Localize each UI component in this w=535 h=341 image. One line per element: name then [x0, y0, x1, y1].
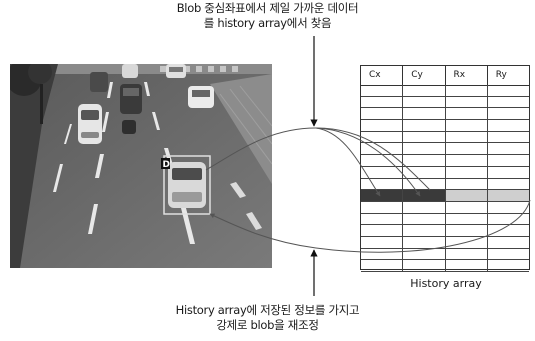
search-curve-to-row — [315, 127, 421, 197]
table-cell — [446, 155, 488, 166]
road-traffic-photo: D — [10, 64, 272, 268]
table-cell — [403, 85, 446, 96]
car — [78, 104, 102, 144]
table-row — [361, 131, 529, 144]
table-cell — [403, 108, 446, 120]
table-cell — [446, 143, 488, 155]
table-cell — [446, 213, 488, 225]
table-cell — [403, 143, 446, 155]
table-row — [361, 201, 529, 214]
tracked-car — [168, 162, 206, 208]
table-cell — [403, 96, 446, 108]
table-row — [361, 96, 529, 109]
column-header-rx: Rx — [446, 66, 488, 85]
car — [122, 120, 136, 134]
table-cell — [361, 190, 404, 201]
tree — [28, 64, 52, 84]
table-cell — [446, 201, 488, 213]
table-cell — [361, 178, 404, 190]
table-cell — [403, 166, 446, 178]
readjust-curve — [209, 199, 531, 253]
table-cell — [361, 213, 404, 225]
column-header-ry: Ry — [495, 70, 507, 80]
table-cell — [361, 155, 404, 166]
bottom-caption-line2: 강제로 blob을 재조정 — [216, 318, 319, 332]
table-cell — [403, 131, 446, 143]
table-cell — [446, 96, 488, 108]
table-row — [361, 120, 529, 132]
tracked-label: D — [163, 160, 170, 170]
table-cell — [446, 108, 488, 120]
table-cell — [403, 155, 446, 166]
table-cell — [446, 225, 488, 236]
table-row — [361, 166, 529, 179]
table-cell — [487, 190, 529, 201]
table-rows — [361, 85, 529, 272]
table-cell — [361, 201, 404, 213]
column-header-cy: Cy — [403, 66, 446, 85]
top-caption-line1: Blob 중심좌표에서 제일 가까운 데이터 — [176, 1, 359, 15]
table-row — [361, 85, 529, 97]
table-row — [361, 178, 529, 191]
table-cell — [403, 178, 446, 190]
table-cell — [403, 225, 446, 236]
table-cell — [446, 236, 488, 248]
tracked-label-bg — [161, 158, 170, 169]
table-cell — [403, 260, 446, 271]
car — [120, 84, 142, 114]
search-curve — [205, 127, 431, 191]
search-curve-to-row — [315, 127, 381, 197]
table-cell — [403, 201, 446, 213]
car — [90, 72, 108, 92]
table-cell — [361, 166, 404, 178]
car — [122, 64, 138, 78]
table-cell — [446, 166, 488, 178]
bottom-caption-line1: History array에 저장된 정보를 가지고 — [175, 303, 360, 317]
table-cell — [446, 178, 488, 190]
table-row — [361, 108, 529, 121]
table-cell — [403, 236, 446, 248]
history-array-table: Cx Cy Rx Ry — [360, 65, 530, 272]
table-cell — [361, 236, 404, 248]
road-scene: D — [10, 64, 272, 268]
table-row — [361, 143, 529, 156]
table-row — [361, 260, 529, 272]
table-row — [361, 225, 529, 237]
top-caption-line2: 를 history array에서 찾음 — [203, 16, 332, 30]
table-cell — [361, 108, 404, 120]
table-cell — [361, 260, 404, 271]
table-cell — [361, 120, 404, 131]
bottom-caption: History array에 저장된 정보를 가지고 강제로 blob을 재조정 — [0, 303, 535, 333]
table-cell — [361, 96, 404, 108]
column-header-cx: Cx — [361, 66, 404, 85]
table-row — [361, 248, 529, 261]
table-cell — [403, 248, 446, 260]
table-cell — [403, 120, 446, 131]
car — [166, 64, 186, 78]
table-cell — [361, 225, 404, 236]
table-row — [361, 155, 529, 167]
table-cell — [446, 248, 488, 260]
table-cell — [446, 85, 488, 96]
table-cell — [403, 190, 446, 201]
crosswalk — [30, 64, 272, 74]
table-cell — [403, 213, 446, 225]
left-sidewalk — [10, 64, 58, 268]
top-caption: Blob 중심좌표에서 제일 가까운 데이터 를 history array에서… — [0, 1, 535, 31]
highlighted-row — [361, 190, 529, 202]
table-caption: History array — [410, 277, 482, 290]
table-row — [361, 236, 529, 249]
table-row — [361, 213, 529, 226]
table-cell — [361, 85, 404, 96]
table-cell — [361, 131, 404, 143]
table-cell — [361, 143, 404, 155]
table-cell — [446, 131, 488, 143]
table-cell — [446, 260, 488, 271]
table-cell — [361, 248, 404, 260]
car — [188, 86, 214, 108]
table-cell — [446, 120, 488, 131]
table-cell — [445, 190, 488, 201]
tracking-box — [163, 155, 211, 215]
